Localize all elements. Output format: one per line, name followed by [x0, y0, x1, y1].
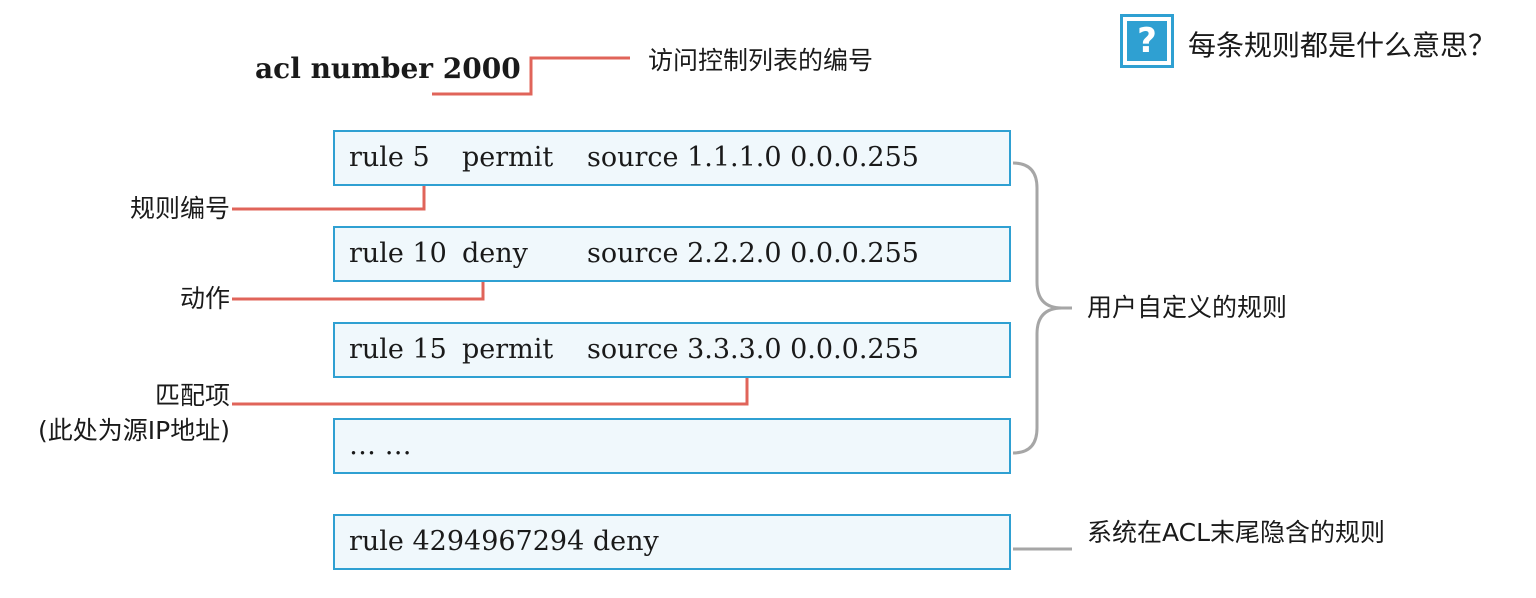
- rule-match: source 3.3.3.0 0.0.0.255: [587, 334, 919, 365]
- rule-action: deny: [462, 238, 528, 269]
- help-question: 每条规则都是什么意思？: [1188, 29, 1497, 62]
- rule-box-10: rule 10 deny source 2.2.2.0 0.0.0.255: [333, 226, 1011, 282]
- implicit-rule-text: rule 4294967294 deny: [349, 526, 659, 557]
- match-item-pointer: [232, 372, 948, 406]
- user-defined-label: 用户自定义的规则: [1087, 293, 1288, 322]
- acl-command-note: 访问控制列表的编号: [648, 46, 874, 75]
- rule-action: permit: [462, 142, 554, 173]
- rule-box-15: rule 15 permit source 3.3.3.0 0.0.0.255: [333, 322, 1011, 378]
- rule-prefix: rule 5: [349, 142, 430, 173]
- rule-number-label: 规则编号: [129, 194, 230, 223]
- question-icon: ?: [1120, 14, 1174, 68]
- match-item-label: 匹配项: [154, 381, 230, 410]
- rule-match: source 1.1.1.0 0.0.0.255: [587, 142, 919, 173]
- action-label: 动作: [179, 284, 230, 313]
- rule-box-implicit: rule 4294967294 deny: [333, 514, 1011, 570]
- rule-action: permit: [462, 334, 554, 365]
- rule-box-5: rule 5 permit source 1.1.1.0 0.0.0.255: [333, 130, 1011, 186]
- rule-prefix: rule 15: [349, 334, 447, 365]
- rule-box-ellipsis: … …: [333, 418, 1011, 474]
- acl-number-pointer: [432, 56, 630, 96]
- question-mark-glyph: ?: [1127, 21, 1167, 61]
- rule-ellipsis: … …: [349, 430, 412, 461]
- rule-match: source 2.2.2.0 0.0.0.255: [587, 238, 919, 269]
- implicit-rule-label: 系统在ACL末尾隐含的规则: [1087, 518, 1386, 547]
- rule-prefix: rule 10: [349, 238, 447, 269]
- acl-command: acl number 2000: [255, 52, 521, 85]
- match-item-note: (此处为源IP地址): [38, 416, 230, 445]
- user-rules-bracket: [1012, 161, 1072, 455]
